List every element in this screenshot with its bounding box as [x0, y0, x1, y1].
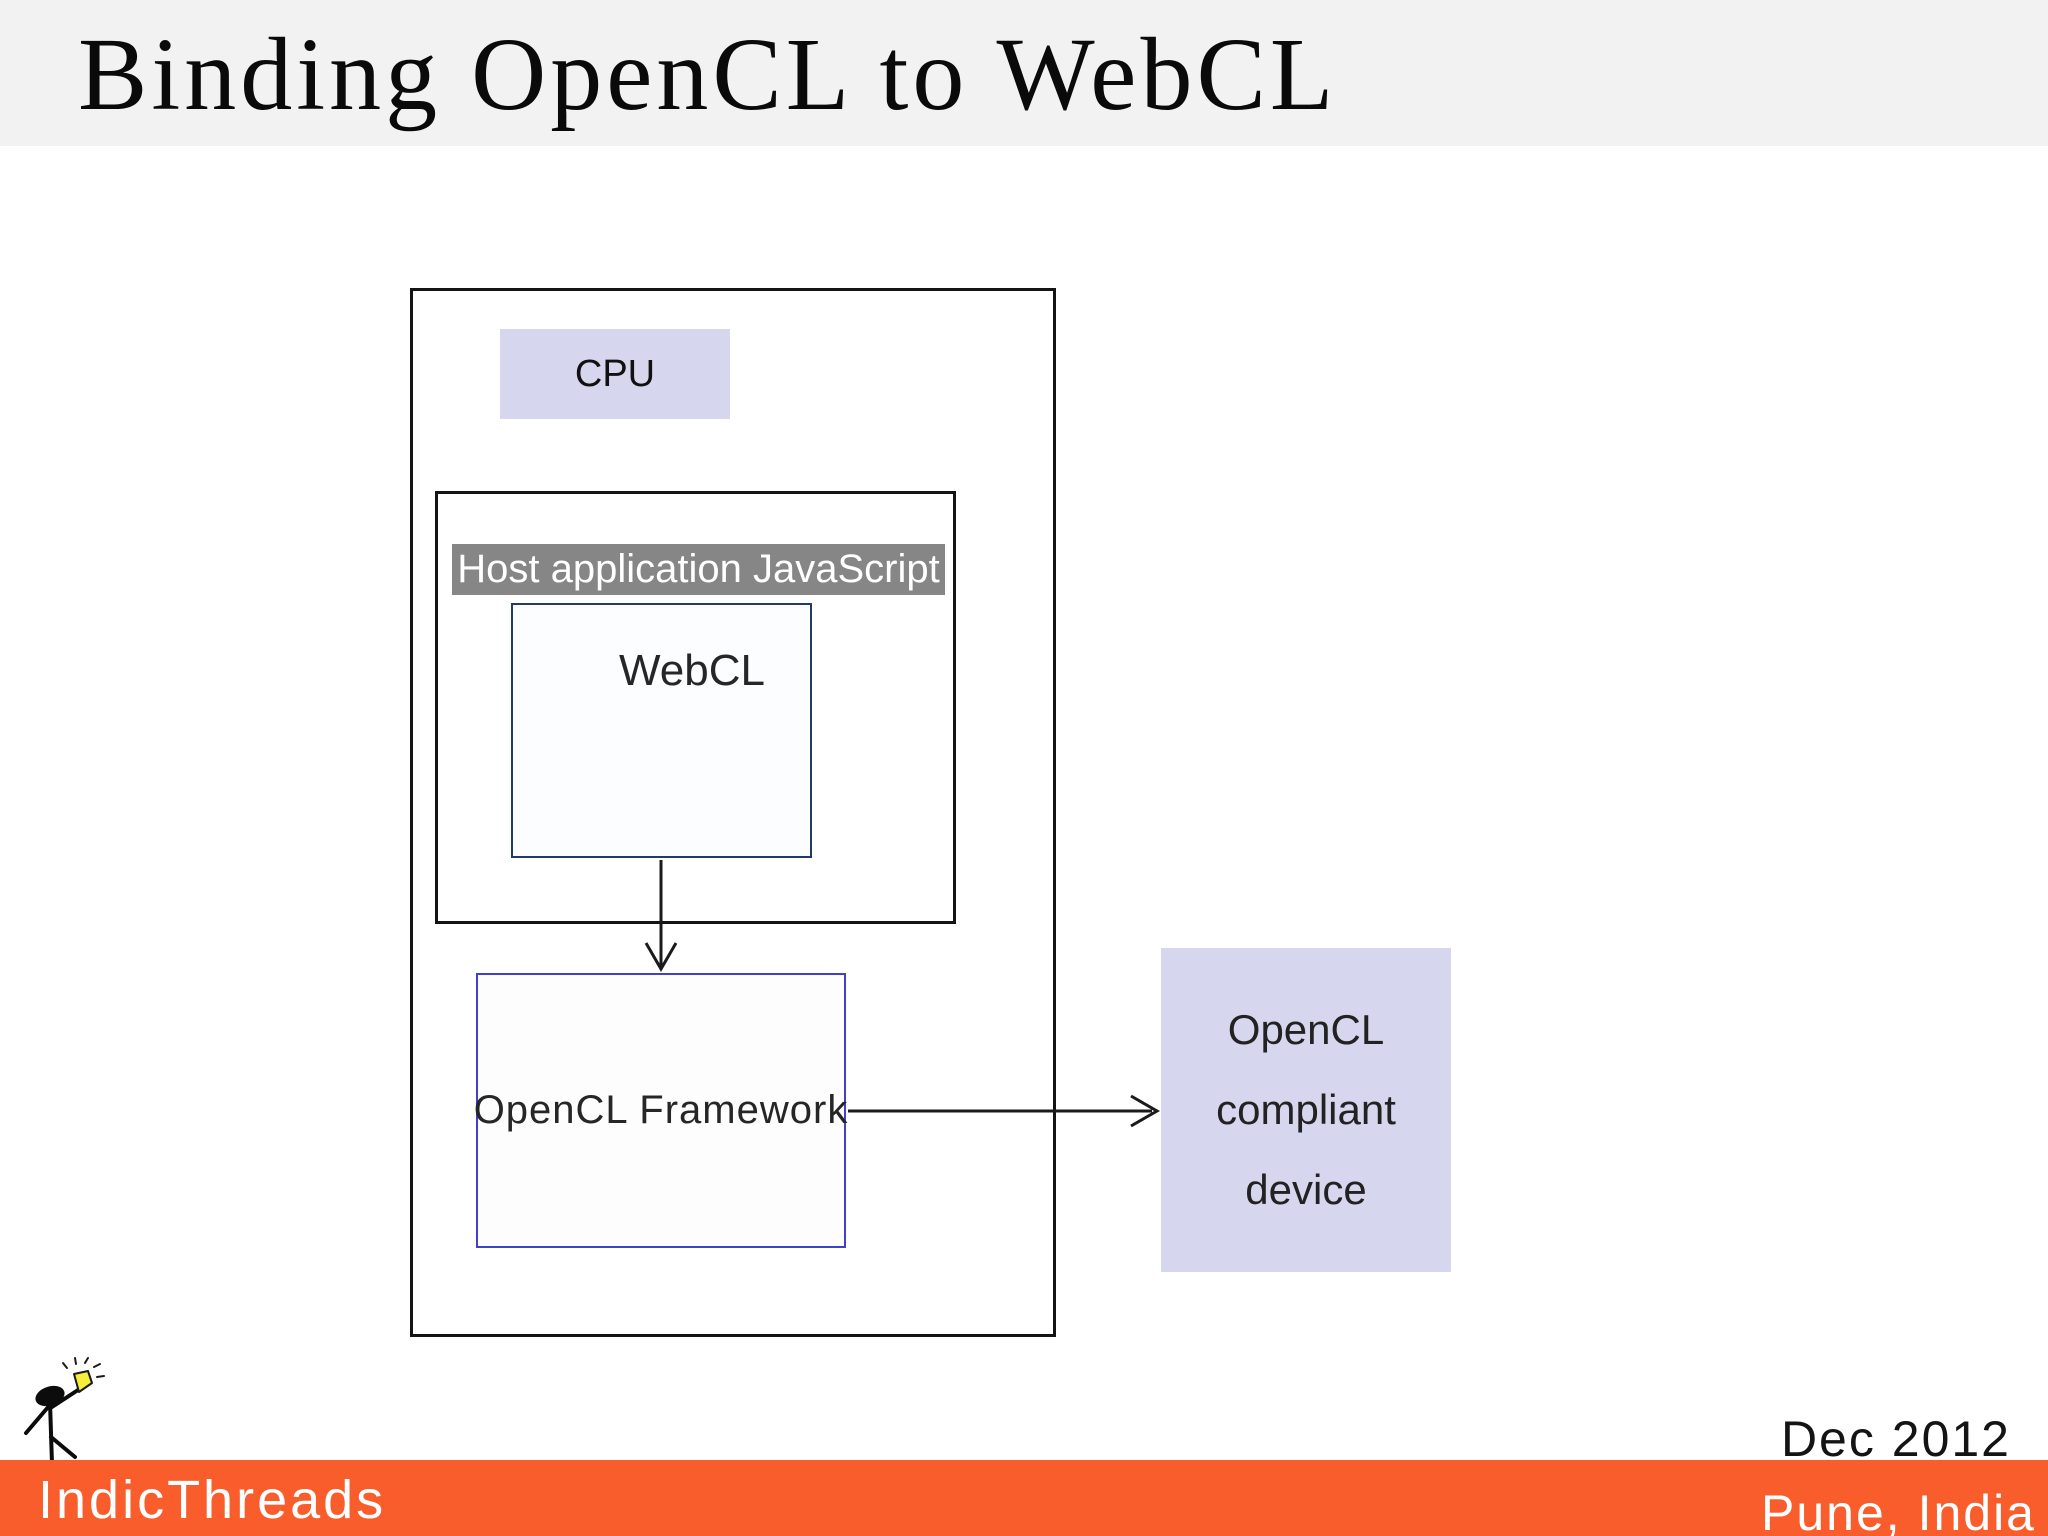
- footer-bar: [0, 1460, 2048, 1536]
- lightbulb-icon: [62, 1357, 105, 1393]
- cpu-box: CPU: [500, 329, 730, 419]
- footer-date: Dec 2012: [1780, 1411, 2011, 1467]
- footer-location: Pune, India: [1761, 1485, 2036, 1536]
- device-label-line: compliant: [1216, 1086, 1396, 1133]
- title-band: [0, 0, 2048, 146]
- host-application-label-bar: Host application JavaScript: [452, 544, 945, 595]
- cpu-label: CPU: [574, 352, 656, 395]
- indicthreads-logo stick-figure-icon: [24, 1357, 105, 1466]
- device-label-line: OpenCL: [1227, 1006, 1385, 1053]
- host-application-box: [435, 491, 956, 924]
- webcl-label: WebCL: [619, 646, 765, 695]
- opencl-device-box: OpenCL compliant device: [1161, 948, 1451, 1272]
- page-title: Binding OpenCL to WebCL: [78, 17, 1338, 132]
- host-application-label: Host application JavaScript: [457, 547, 940, 591]
- device-label-line: device: [1245, 1166, 1367, 1213]
- opencl-framework-label: OpenCL Framework: [473, 1088, 849, 1132]
- webcl-box: [511, 603, 812, 858]
- cpu-outer-box: [410, 288, 1056, 1337]
- opencl-framework-box: OpenCL Framework: [473, 973, 849, 1248]
- footer-brand: IndicThreads: [38, 1470, 387, 1530]
